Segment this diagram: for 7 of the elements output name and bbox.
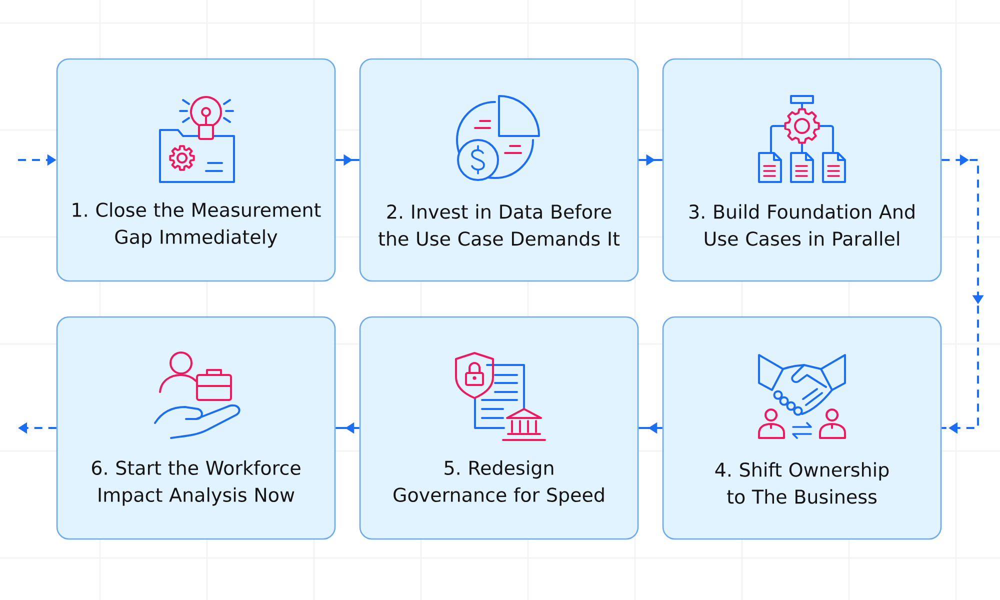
dashed-arrow — [942, 154, 984, 434]
step-box: 5. Redesign Governance for Speed — [359, 316, 639, 540]
step-box: 1. Close the Measurement Gap Immediately — [56, 58, 336, 282]
step-box: 4. Shift Ownership to The Business — [662, 316, 942, 540]
step-box: 2. Invest in Data Before the Use Case Demands It — [359, 58, 639, 282]
step-box: 6. Start the Workforce Impact Analysis Now — [56, 316, 336, 540]
step-box: 3. Build Foundation And Use Cases in Parallel — [662, 58, 942, 282]
